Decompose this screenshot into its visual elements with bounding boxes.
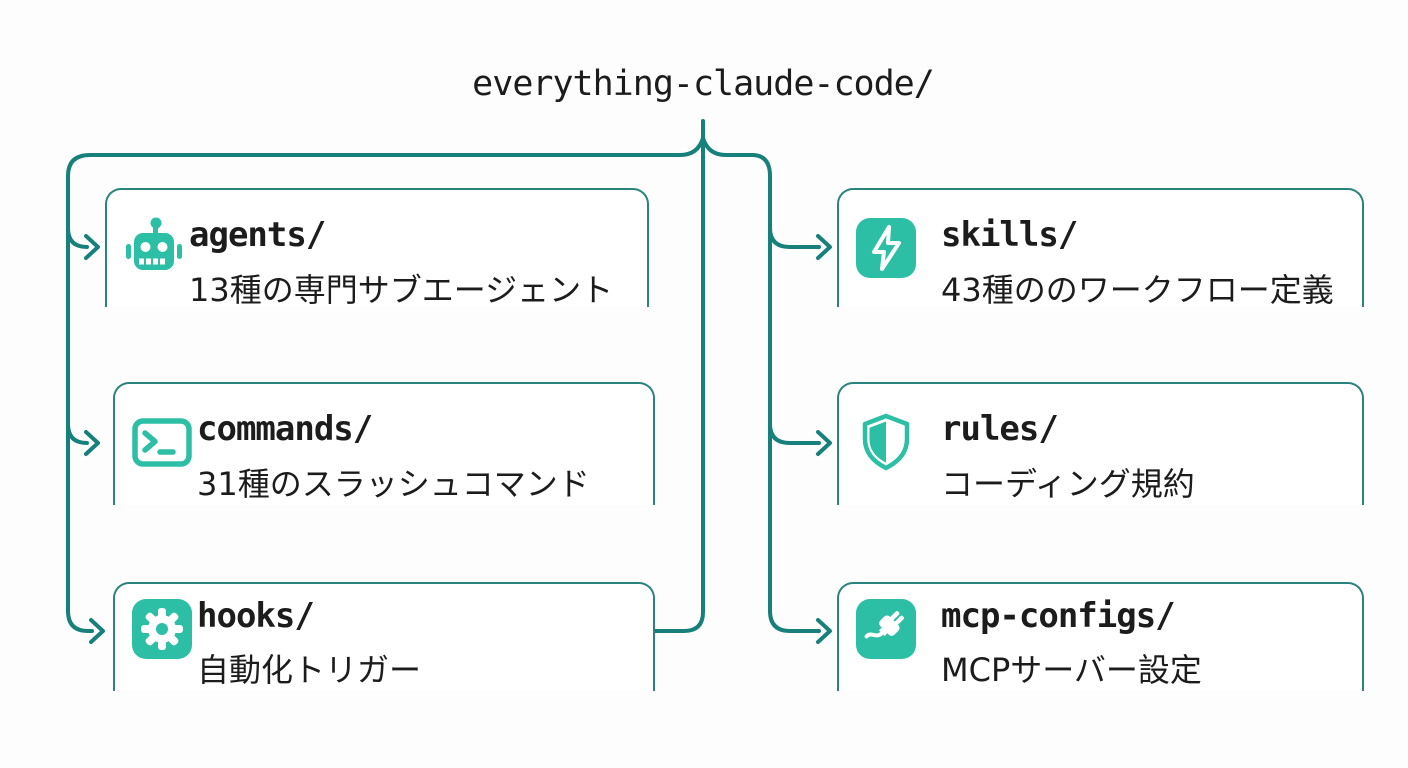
folder-card-hooks: hooks/ 自動化トリガー — [113, 582, 655, 691]
folder-name: commands/ — [197, 409, 373, 449]
folder-description: コーディング規約 — [941, 465, 1195, 503]
arrowhead-skills — [816, 234, 832, 260]
folder-description: 13種の専門サブエージェント — [189, 271, 614, 309]
branch-skills — [768, 226, 821, 249]
plug-icon — [854, 597, 918, 661]
folder-card-rules: rules/ コーディング規約 — [837, 382, 1364, 505]
folder-description: 自動化トリガー — [197, 651, 422, 689]
lightning-icon — [854, 216, 918, 280]
folder-description: 43種ののワークフロー定義 — [941, 271, 1334, 309]
shield-icon — [854, 410, 918, 474]
terminal-icon — [130, 410, 194, 474]
folder-name: skills/ — [941, 215, 1078, 255]
arrowhead-hooks — [89, 618, 105, 644]
stem-line — [649, 119, 705, 633]
branch-rules — [768, 422, 821, 445]
robot-icon — [122, 216, 186, 280]
folder-card-skills: skills/ 43種ののワークフロー定義 — [837, 188, 1364, 309]
root-directory-title: everything-claude-code/ — [472, 64, 935, 104]
arrowhead-agents — [84, 234, 100, 260]
arrowhead-mcp-configs — [816, 618, 832, 644]
folder-name: mcp-configs/ — [941, 596, 1176, 636]
branch-agents — [66, 226, 89, 249]
folder-description: MCPサーバー設定 — [941, 651, 1202, 689]
folder-name: rules/ — [941, 409, 1059, 449]
branch-commands — [66, 422, 89, 445]
folder-description: 31種のスラッシュコマンド — [197, 465, 590, 503]
arrowhead-commands — [84, 430, 100, 456]
arrowhead-rules — [816, 430, 832, 456]
folder-card-mcp-configs: mcp-configs/ MCPサーバー設定 — [837, 582, 1364, 691]
folder-name: hooks/ — [197, 596, 315, 636]
folder-card-commands: commands/ 31種のスラッシュコマンド — [113, 382, 655, 505]
right-rail-line — [701, 136, 821, 633]
folder-name: agents/ — [189, 215, 326, 255]
left-rail-line — [66, 136, 705, 633]
gear-icon — [130, 597, 194, 661]
folder-card-agents: agents/ 13種の専門サブエージェント — [105, 188, 649, 309]
